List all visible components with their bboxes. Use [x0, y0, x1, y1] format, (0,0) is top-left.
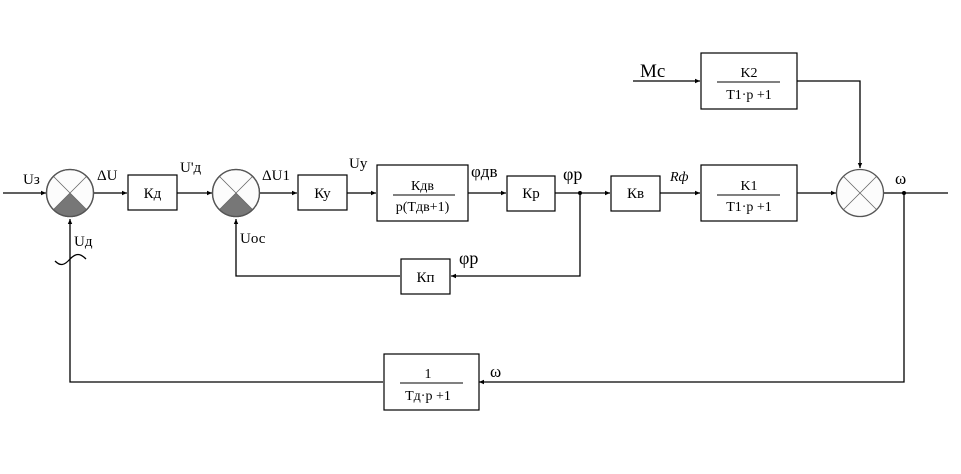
wire-phi-p-feedback [451, 193, 581, 279]
block-motor: Кдв p(Tдв+1) [376, 164, 469, 222]
signal-uoc: Uос [240, 231, 266, 247]
block-motor-numerator: Кдв [411, 179, 434, 194]
signal-r-phi: Rф [669, 170, 689, 185]
signal-uz: Uз [23, 172, 40, 188]
signal-omega-feedback: ω [490, 362, 501, 381]
branch-point-phi-p [578, 191, 582, 195]
block-tach-numerator: 1 [425, 367, 432, 382]
wire-k2-out [797, 80, 863, 168]
block-k1-numerator: K1 [740, 179, 757, 194]
signal-phi-p: φр [563, 164, 582, 184]
wire-uoc-feedback [233, 219, 400, 277]
sum-3 [835, 168, 885, 218]
wire-omega-feedback [479, 193, 905, 385]
negative-sector [219, 193, 253, 217]
block-ky: Ку [297, 174, 348, 211]
signal-omega-out: ω [895, 169, 906, 188]
block-tach: 1 Tд·p +1 [383, 353, 480, 411]
signal-delta-u: ΔU [97, 168, 118, 184]
sum-1 [45, 168, 95, 218]
signal-delta-u1: ΔU1 [262, 168, 290, 184]
block-kpi-label: Кп [416, 270, 434, 286]
wire-ud-feedback [67, 219, 383, 383]
block-kv-label: Кв [627, 186, 644, 202]
block-kp-label: Кр [522, 186, 540, 202]
sum-2 [211, 168, 261, 218]
block-kpi: Кп [400, 258, 451, 295]
block-k2-numerator: K2 [740, 66, 757, 81]
block-motor-denominator: p(Tдв+1) [396, 200, 450, 215]
signal-phi-dv: φдв [471, 162, 498, 181]
negative-sector [53, 193, 87, 217]
signal-phi-p-feedback: φр [459, 248, 478, 268]
block-k1: K1 T1·p +1 [700, 164, 798, 222]
break-mark-icon [54, 253, 87, 266]
wires [3, 78, 948, 385]
block-kd-label: Кд [144, 186, 162, 202]
block-k1-denominator: T1·p +1 [726, 200, 772, 215]
block-kv: Кв [610, 175, 661, 212]
block-ky-label: Ку [314, 186, 331, 202]
block-k2: K2 T1·p +1 [700, 52, 798, 110]
block-kd: Кд [127, 174, 178, 211]
branch-point-omega [902, 191, 906, 195]
signal-ud: Uд [74, 234, 93, 250]
block-kp: Кр [506, 175, 556, 212]
block-k2-denominator: T1·p +1 [726, 88, 772, 103]
signal-ud-prime: U'д [180, 160, 202, 176]
signal-labels: Uз ΔU U'д ΔU1 Uу φдв φр φр Rф Мс ω ω Uд … [23, 61, 906, 381]
signal-mc: Мс [640, 61, 665, 82]
signal-uy: Uу [349, 156, 368, 172]
block-tach-denominator: Tд·p +1 [405, 389, 451, 404]
